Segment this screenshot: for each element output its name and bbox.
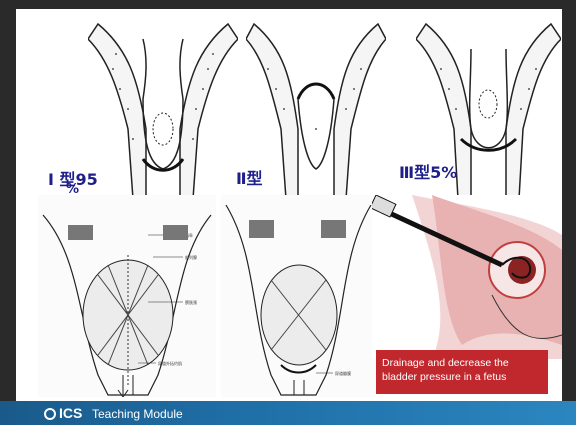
label-sphincter: 尿道外括约肌 <box>158 360 182 366</box>
type1-valve-diagram <box>88 19 238 199</box>
type2-valve-diagram <box>246 19 386 199</box>
fetal-drainage-illustration <box>372 195 562 359</box>
label-urethral-valve: 尿道瓣膜 <box>335 370 351 376</box>
type3-label: Ⅲ型5% <box>399 159 457 183</box>
caption-line2: bladder pressure in a fetus <box>382 370 542 384</box>
anatomy-diagram-type2: 尿道瓣膜 <box>221 195 376 397</box>
drainage-caption: Drainage and decrease the bladder pressu… <box>376 350 548 394</box>
label-bladder-neck: 膀胱颈 <box>185 299 197 305</box>
label-prostate: 前列腺 <box>185 254 197 260</box>
footer-bar: ICS Teaching Module <box>0 401 576 425</box>
ics-logo-text: ICS <box>59 405 82 421</box>
ics-logo-icon <box>44 408 56 420</box>
slide-content: Ⅰ 型95 % Ⅱ型 Ⅲ型5% 精阜 前列腺 膀胱颈 尿道外括约肌 <box>16 9 562 401</box>
teaching-module-label: Teaching Module <box>92 407 183 421</box>
caption-line1: Drainage and decrease the <box>382 356 542 370</box>
type2-label: Ⅱ型 <box>236 165 263 189</box>
anatomy-diagram-type1: 精阜 前列腺 膀胱颈 尿道外括约肌 <box>38 195 216 397</box>
ics-logo: ICS <box>44 405 82 421</box>
